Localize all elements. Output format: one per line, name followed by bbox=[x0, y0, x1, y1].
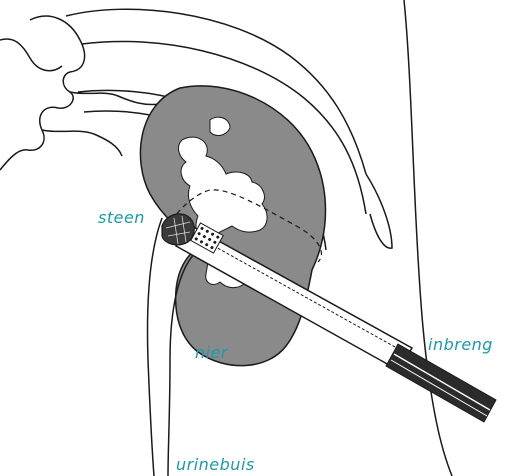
kidney-stone-icon bbox=[162, 214, 194, 245]
label-stone: steen bbox=[98, 208, 145, 227]
instrument-grip-icon bbox=[386, 344, 496, 422]
label-kidney: nier bbox=[195, 343, 229, 362]
upper-calyx bbox=[210, 117, 230, 135]
label-ureter: urinebuis bbox=[176, 455, 255, 474]
label-instrument: inbreng bbox=[428, 335, 493, 354]
body-contour bbox=[404, 0, 452, 476]
vertebra-outline bbox=[0, 16, 160, 170]
